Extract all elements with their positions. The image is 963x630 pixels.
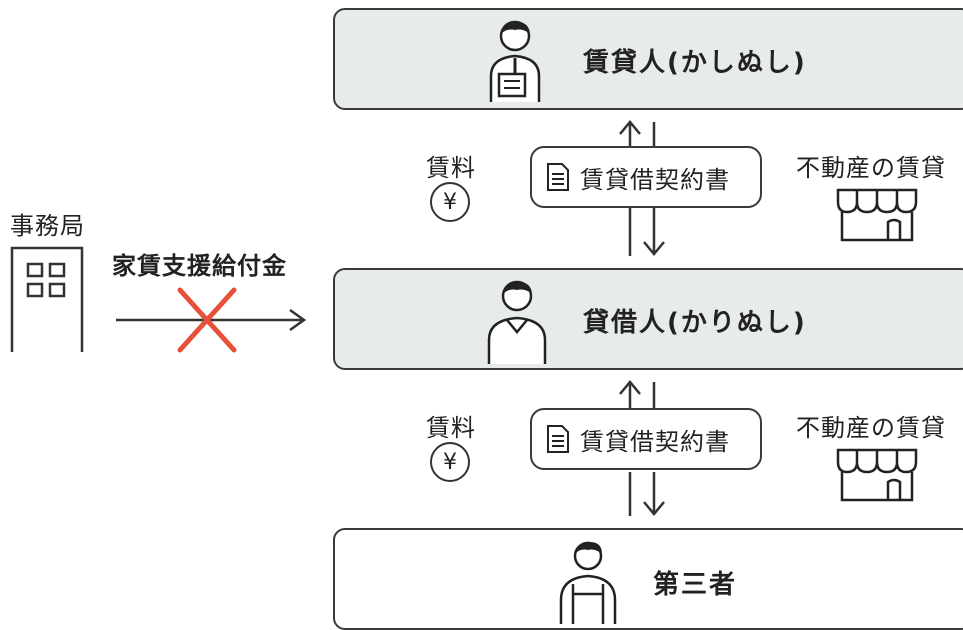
third-party-person-icon — [559, 541, 617, 624]
upper-rent-label: 賃料 — [426, 154, 476, 182]
office-label: 事務局 — [10, 212, 85, 240]
lower-rent-label: 賃料 — [426, 414, 476, 442]
landlord-label: 賃貸人(かしぬし) — [583, 48, 807, 78]
office-building-icon — [10, 246, 84, 352]
landlord-person-icon — [489, 20, 541, 102]
third-party-box: 第三者 — [333, 528, 963, 630]
cross-mark-icon — [177, 287, 237, 353]
upper-contract-label: 賃貸借契約書 — [580, 165, 730, 194]
tenant-box: 貸借人(かりぬし) — [333, 268, 963, 370]
lower-contract-label: 賃貸借契約書 — [580, 427, 730, 456]
third-party-label: 第三者 — [653, 570, 738, 600]
lower-shop-icon — [836, 448, 918, 502]
upper-yen-icon: ¥ — [430, 182, 470, 222]
upper-property-label: 不動産の賃貸 — [796, 154, 946, 182]
landlord-box: 賃貸人(かしぬし) — [333, 8, 963, 110]
upper-document-icon — [547, 163, 569, 191]
subsidy-arrow — [116, 287, 307, 353]
upper-yen-symbol: ¥ — [443, 189, 457, 215]
lower-link-arrows — [619, 380, 665, 516]
lower-contract-box: 賃貸借契約書 — [530, 408, 762, 470]
lower-property-label: 不動産の賃貸 — [796, 414, 946, 442]
lower-document-icon — [547, 425, 569, 453]
lower-yen-icon: ¥ — [430, 442, 470, 482]
tenant-label: 貸借人(かりぬし) — [583, 308, 807, 338]
lower-yen-symbol: ¥ — [443, 449, 457, 475]
upper-link-arrows — [619, 120, 665, 256]
upper-shop-icon — [836, 188, 918, 242]
subsidy-label: 家賃支援給付金 — [112, 252, 287, 280]
tenant-person-icon — [487, 280, 547, 364]
upper-contract-box: 賃貸借契約書 — [530, 146, 762, 208]
